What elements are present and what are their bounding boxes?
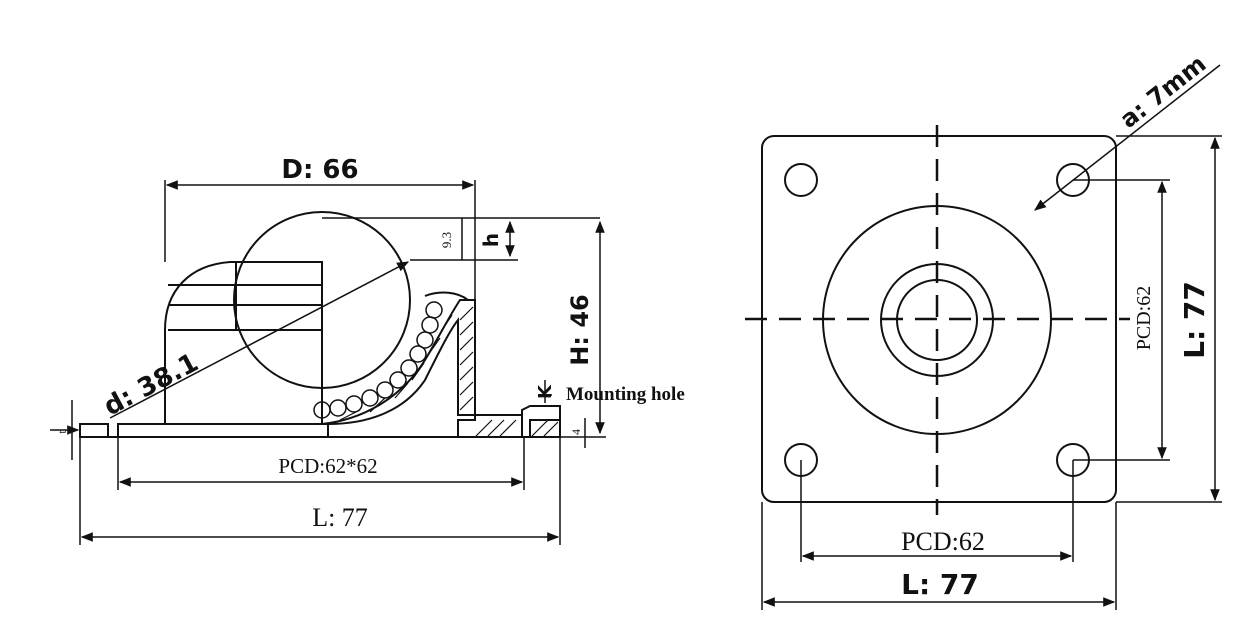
dimension-thickness: t 4 [50,400,586,460]
dimension-pcd-vertical: PCD:62 [1073,179,1170,461]
housing [164,261,476,425]
mounting-hole-label: Mounting hole [566,384,685,405]
dim-pcd-vertical-label: PCD:62 [1133,286,1155,350]
dimension-pcd-side: PCD:62*62 [117,437,525,490]
dimension-h: 9.3 h [322,217,600,261]
dim-t-label: t [55,430,69,434]
cup-hatch [339,306,474,421]
dim-pcd-horizontal-label: PCD:62 [901,527,985,556]
outer-ring [822,205,1052,435]
dim-L-side-label: L: 77 [312,503,368,532]
side-view: D: 66 d: 38.1 9.3 h H: 46 t 4 [50,155,685,545]
dimension-pcd-horizontal: PCD:62 [800,460,1074,562]
dimension-L-vertical: L: 77 [1116,135,1222,503]
dim-D-label: D: 66 [281,155,358,185]
main-ball [233,211,411,389]
dim-L-horizontal-label: L: 77 [901,568,979,601]
dim-d-label: d: 38.1 [99,348,203,422]
dim-4-label: 4 [569,429,583,435]
dim-L-vertical-label: L: 77 [1178,281,1211,359]
dim-K-label: K [535,384,556,399]
flange-hatch [475,419,559,437]
ball-outer-circle [880,263,994,377]
dimension-a: a: 7mm [1034,50,1221,211]
ball-inner-circle [896,279,978,361]
hole-top-left [784,163,818,197]
dimension-L-side: L: 77 [79,437,561,545]
dimension-H: H: 46 [560,220,606,438]
dim-pcd-side-label: PCD:62*62 [278,454,377,478]
dim-9-3-label: 9.3 [439,232,454,248]
dim-H-label: H: 46 [566,294,594,365]
dimension-L-horizontal: L: 77 [761,502,1117,610]
dim-a-label: a: 7mm [1115,50,1212,134]
small-balls [313,301,443,419]
mounting-hole-callout: K Mounting hole [535,380,685,405]
top-view: a: 7mm PCD:62 L: 77 PCD:62 L [745,50,1222,610]
dim-h-label: h [479,233,503,247]
base-plate [79,405,561,438]
dimension-D: D: 66 [164,155,476,300]
